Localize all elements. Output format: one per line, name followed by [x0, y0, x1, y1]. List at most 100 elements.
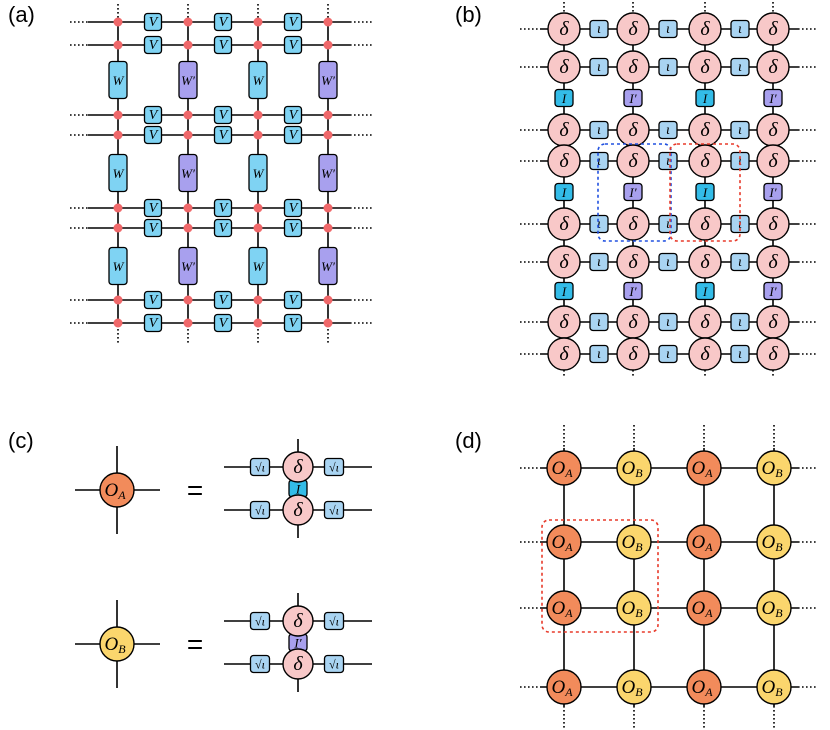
iota-tensor-symbol: ι: [738, 123, 742, 138]
delta-node: δ: [616, 50, 650, 84]
v-tensor-symbol: V: [149, 15, 159, 30]
junction-dot: [323, 130, 333, 140]
ob-node: OB: [99, 626, 135, 662]
oa-node-symbol: OA: [691, 677, 713, 700]
junction-dot: [323, 40, 333, 50]
sqrt-iota-tensor-symbol: √ι: [329, 461, 339, 475]
v-tensor-symbol: V: [289, 316, 299, 331]
junction-dot: [183, 130, 193, 140]
v-tensor-box: [283, 105, 303, 125]
i-prime-tensor-box: [763, 281, 783, 301]
delta-circle: [688, 245, 722, 279]
ob-node-circle: [756, 524, 792, 560]
w-prime-tensor: W′: [318, 60, 338, 100]
delta-symbol: δ: [700, 343, 710, 365]
v-tensor-box: [143, 12, 163, 32]
oa-node-sub: A: [564, 540, 573, 554]
iota-tensor-box: [658, 19, 678, 39]
i-prime-tensor-symbol: I′: [768, 284, 776, 299]
delta-symbol: δ: [700, 150, 710, 172]
sqrt-iota-tensor: √ι: [249, 611, 271, 631]
delta-circle: [616, 245, 650, 279]
iota-tensor-symbol: ι: [666, 255, 670, 270]
ob-node: OB: [616, 590, 652, 626]
v-tensor: V: [213, 198, 233, 218]
iota-tensor-symbol: ι: [597, 22, 601, 37]
iota-tensor: ι: [658, 120, 678, 140]
iota-tensor: ι: [730, 151, 750, 171]
v-tensor-box: [213, 290, 233, 310]
iota-tensor-box: [658, 344, 678, 364]
ob-node: OB: [756, 669, 792, 705]
iota-tensor-symbol: ι: [738, 60, 742, 75]
ob-node-symbol: OB: [104, 634, 126, 657]
v-tensor: V: [283, 125, 303, 145]
oa-node: OA: [686, 450, 722, 486]
v-tensor: V: [213, 290, 233, 310]
delta-node: δ: [688, 144, 722, 178]
delta-circle: [616, 337, 650, 371]
v-tensor: V: [213, 12, 233, 32]
delta-circle: [756, 337, 790, 371]
oa-node-circle: [686, 669, 722, 705]
i-tensor-box: [695, 182, 715, 202]
i-prime-tensor-box: [763, 182, 783, 202]
oa-node-symbol: OA: [691, 598, 713, 621]
ob-node-symbol: OB: [761, 598, 783, 621]
delta-symbol: δ: [628, 150, 638, 172]
delta-circle: [756, 207, 790, 241]
delta-symbol: δ: [768, 119, 778, 141]
v-tensor-symbol: V: [219, 128, 229, 143]
iota-tensor: ι: [589, 344, 609, 364]
v-tensor: V: [143, 125, 163, 145]
ob-node-sub: B: [635, 466, 643, 480]
ob-node-sub: B: [635, 606, 643, 620]
junction-dot: [113, 203, 123, 213]
v-tensor-box: [213, 218, 233, 238]
delta-symbol: δ: [559, 343, 569, 365]
delta-circle: [547, 207, 581, 241]
v-tensor-box: [143, 198, 163, 218]
ob-node-symbol: OB: [761, 532, 783, 555]
v-tensor-symbol: V: [149, 38, 159, 53]
w-prime-tensor: W′: [178, 60, 198, 100]
delta-symbol: δ: [559, 150, 569, 172]
w-tensor-box: [248, 60, 268, 100]
junction-dot: [113, 17, 123, 27]
i-tensor-box: [554, 281, 574, 301]
w-prime-tensor-box: [178, 246, 198, 286]
delta-circle: [756, 144, 790, 178]
delta-symbol: δ: [768, 213, 778, 235]
iota-tensor-symbol: ι: [597, 154, 601, 169]
v-tensor-box: [213, 313, 233, 333]
i-prime-tensor: I′: [623, 88, 643, 108]
equals-sign: =: [187, 629, 203, 660]
sqrt-iota-tensor: √ι: [323, 654, 345, 674]
delta-circle: [282, 494, 314, 526]
iota-tensor-box: [730, 19, 750, 39]
oa-node-circle: [686, 590, 722, 626]
oa-node-main: O: [551, 598, 565, 619]
oa-node-circle: [686, 524, 722, 560]
delta-symbol: δ: [628, 311, 638, 333]
delta-circle: [616, 50, 650, 84]
junction-dot: [183, 17, 193, 27]
v-tensor-box: [283, 290, 303, 310]
ob-node-circle: [99, 626, 135, 662]
v-tensor-box: [213, 125, 233, 145]
delta-node: δ: [547, 305, 581, 339]
iota-tensor-box: [730, 312, 750, 332]
oa-node-main: O: [691, 598, 705, 619]
iota-tensor-box: [589, 151, 609, 171]
delta-node: δ: [616, 245, 650, 279]
iota-tensor: ι: [589, 151, 609, 171]
oa-node-main: O: [551, 677, 565, 698]
ob-node-sub: B: [635, 540, 643, 554]
delta-circle: [688, 337, 722, 371]
oa-node: OA: [686, 590, 722, 626]
v-tensor-symbol: V: [219, 316, 229, 331]
iota-tensor-box: [658, 120, 678, 140]
delta-node: δ: [756, 113, 790, 147]
v-tensor-box: [143, 218, 163, 238]
